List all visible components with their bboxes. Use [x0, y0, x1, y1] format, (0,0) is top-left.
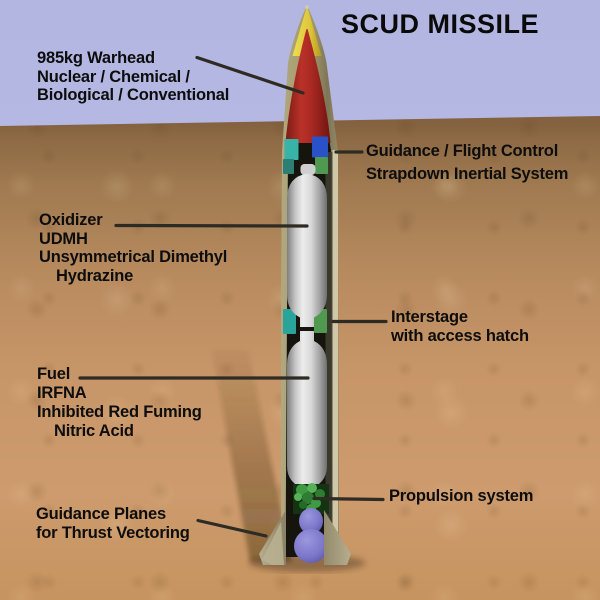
- propulsion-label: Propulsion system: [389, 487, 533, 506]
- shell-inner-wall: [325, 152, 333, 557]
- oxidizer-label-line3: Unsymmetrical Dimethyl: [39, 248, 228, 266]
- warhead-pointer-line: [195, 55, 305, 95]
- engine-nozzle-lower: [294, 529, 328, 563]
- oxidizer-tank-cap: [300, 164, 316, 175]
- propulsion-label-line1: Propulsion system: [389, 487, 534, 505]
- guidance-box-teal: [284, 139, 299, 160]
- engine-nozzle-upper: [299, 508, 323, 534]
- warhead-label: 985kg Warhead Nuclear / Chemical / Biolo…: [37, 49, 229, 105]
- oxidizer-label-line4: Hydrazine: [56, 266, 134, 285]
- interstage-label-line1: Interstage: [391, 308, 468, 326]
- fuel-label-line3: Inhibited Red Fuming: [37, 403, 202, 421]
- guidance-label-line1: Guidance / Flight Control: [366, 142, 559, 160]
- oxidizer-pointer-line: [114, 223, 309, 228]
- page-title: SCUD MISSILE: [341, 9, 540, 39]
- warhead-label-line2: Nuclear / Chemical /: [37, 67, 190, 86]
- oxidizer-label-line2: UDMH: [39, 229, 88, 248]
- guidance-planes-label: Guidance Planes for Thrust Vectoring: [36, 505, 190, 542]
- fuel-label-line1: Fuel: [37, 365, 71, 383]
- fuel-label-line4: Nitric Acid: [54, 422, 134, 440]
- warhead-label-line3: Biological / Conventional: [37, 86, 230, 104]
- interstage-box-teal: [283, 309, 296, 334]
- fin-left-front: [262, 522, 284, 565]
- fuel-label-line2: IRFNA: [37, 384, 87, 402]
- oxidizer-tank: [287, 173, 327, 327]
- oxidizer-label-line1: Oxidizer: [39, 211, 103, 229]
- warhead-label-line1: 985kg Warhead: [37, 49, 155, 67]
- guidance-label-line2: Strapdown Inertial System: [366, 164, 569, 183]
- fuel-label: Fuel IRFNA Inhibited Red Fuming Nitric A…: [37, 365, 202, 441]
- guidance-planes-label-line2: for Thrust Vectoring: [36, 523, 190, 542]
- missile-ground-shadow: [212, 350, 292, 562]
- interstage-label: Interstage with access hatch: [391, 308, 529, 346]
- nose-apex: [305, 5, 309, 9]
- guidance-box-green: [315, 157, 328, 174]
- interstage-label-line2: with access hatch: [391, 327, 529, 345]
- warhead-cone: [285, 29, 331, 143]
- shell-outer-edge-highlight: [332, 150, 338, 557]
- guidance-planes-label-line1: Guidance Planes: [36, 505, 166, 523]
- guidance-box-blue: [312, 136, 328, 158]
- propulsion-pointer-line: [312, 496, 385, 502]
- guidance-planes-pointer-line: [196, 518, 268, 538]
- guidance-box-teal-dark: [283, 159, 294, 174]
- fin-right: [324, 510, 351, 565]
- fuel-tank: [287, 331, 327, 490]
- guidance-label: Guidance / Flight Control Strapdown Iner…: [366, 140, 568, 185]
- oxidizer-label: Oxidizer UDMH Unsymmetrical Dimethyl Hyd…: [39, 211, 227, 285]
